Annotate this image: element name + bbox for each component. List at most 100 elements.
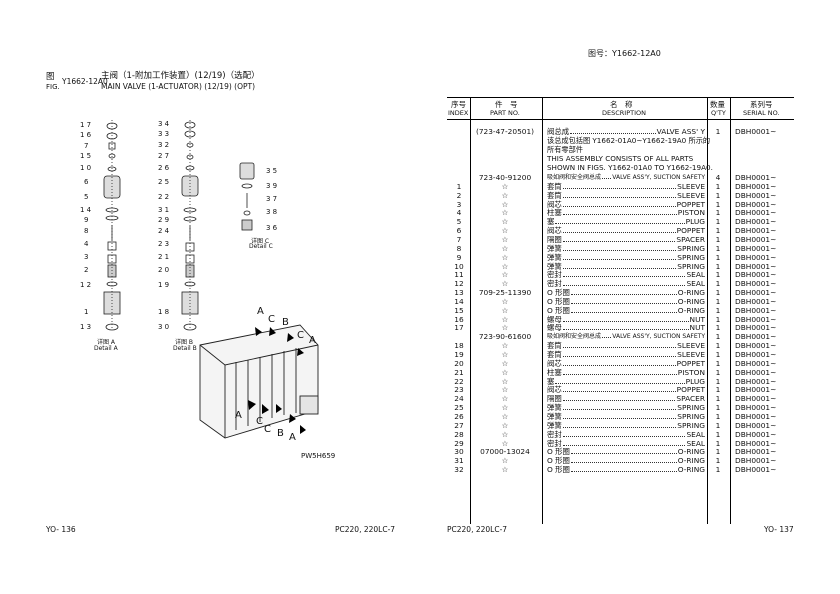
row-desc-cn: 套筒: [547, 341, 562, 351]
row-qty: 1: [715, 217, 721, 227]
row-index: 2: [456, 190, 462, 200]
row-index: 10: [454, 261, 464, 271]
row-desc-en: SLEEVE: [677, 181, 705, 191]
row-part-no: ☆: [501, 234, 509, 244]
detail-c-stack: [239, 162, 255, 231]
assembly-note-line: SHOWN IN FIGS. Y1662-01A0 TO Y1662-19A0.: [547, 163, 713, 172]
row-desc-cn: 吸如阀和安全阀总成: [547, 333, 602, 341]
table-divider: [707, 97, 708, 524]
row-qty: 1: [715, 465, 721, 475]
assembly-note-line: 所有零部件: [547, 145, 583, 154]
row-serial: DBH0001~: [735, 358, 777, 368]
view-letter: C: [268, 314, 275, 325]
row-serial: DBH0001~: [735, 252, 777, 262]
callout: 2 2: [158, 193, 170, 201]
row-desc-en: PLUG: [685, 217, 705, 227]
row-part-no: ☆: [501, 350, 509, 359]
figure-title-en: MAIN VALVE (1-ACTUATOR) (12/19) (OPT): [101, 82, 256, 91]
row-qty: 1: [715, 270, 721, 280]
row-desc-en: NUT: [689, 323, 705, 333]
right-page-number: YO- 137: [764, 525, 794, 534]
callout: 3 7: [266, 195, 278, 203]
callout: 1 7: [80, 121, 92, 129]
row-qty: 1: [715, 296, 721, 306]
header-qty-cn: 数量: [710, 100, 725, 109]
detail-a-label-en: Detail A: [94, 345, 118, 352]
row-index: 22: [454, 376, 464, 386]
header-part-cn: 件 号: [495, 100, 518, 109]
header-desc-cn: 名 称: [610, 100, 633, 109]
table-header-rule: [447, 119, 794, 120]
row-desc-en: VALVE ASS'Y, SUCTION SAFETY: [612, 333, 705, 341]
row-qty: 1: [715, 208, 721, 218]
row-desc-cn: 塞: [547, 217, 555, 227]
row-part-no: ☆: [501, 411, 509, 421]
row-part-no: ☆: [501, 456, 509, 466]
header-qty-en: Q'TY: [711, 109, 726, 117]
row-qty: 1: [715, 305, 721, 315]
detail-b-label-cn: 详图 B: [175, 339, 194, 346]
row-desc-cn: 弹簧: [547, 411, 562, 421]
row-desc-en: O-RING: [677, 456, 705, 466]
row-desc-cn: O 形圈: [547, 296, 570, 306]
row-qty: 1: [715, 429, 721, 439]
callout: 3 9: [266, 182, 278, 190]
row-part-no: ☆: [501, 394, 509, 404]
callout: 1: [84, 308, 89, 316]
right-footer-model: PC220, 220LC-7: [447, 525, 508, 534]
callout: 1 2: [80, 281, 92, 289]
row-serial: DBH0001~: [735, 261, 777, 271]
callout: 9: [84, 216, 89, 224]
row-serial: DBH0001~: [735, 341, 777, 351]
callout: 1 8: [158, 308, 170, 316]
row-desc-cn: O 形圈: [547, 305, 570, 315]
row-serial: DBH0001~: [735, 217, 777, 227]
row-part-no: ☆: [501, 305, 509, 315]
row-index: 5: [456, 217, 462, 227]
callout: 3 2: [158, 141, 170, 149]
header-part-en: PART NO.: [490, 109, 520, 117]
row-index: 16: [454, 314, 464, 324]
row-qty: 1: [715, 314, 721, 324]
callout: 2 1: [158, 253, 170, 261]
row-serial: DBH0001~: [735, 385, 777, 395]
figure-number: Y1662-12A0: [62, 77, 108, 86]
row-qty: 1: [715, 234, 721, 244]
row-part-no: ☆: [501, 438, 509, 448]
row-part-no: 723-90-61600: [478, 332, 532, 342]
figure-prefix-cn: 图: [46, 72, 55, 82]
row-qty: 1: [715, 447, 721, 457]
row-index: 12: [454, 279, 464, 289]
row-serial: DBH0001~: [735, 243, 777, 253]
row-desc-cn: 隔圈: [547, 394, 562, 404]
row-desc-en: SEAL: [686, 429, 705, 439]
row-index: 4: [456, 208, 462, 218]
row-serial: DBH0001~: [735, 270, 777, 280]
row-desc-cn: 密封: [547, 279, 562, 289]
row-qty: 1: [715, 323, 721, 333]
row-desc-cn: 柱塞: [547, 367, 562, 377]
row-qty: 1: [715, 367, 721, 377]
left-page-number: YO- 136: [46, 525, 76, 534]
exploded-parts-drawing: [103, 120, 319, 439]
row-serial: DBH0001~: [735, 403, 777, 413]
table-divider: [542, 97, 543, 524]
row-serial: DBH0001~: [735, 181, 777, 191]
row-qty: 1: [715, 226, 721, 236]
row-desc-en: SPACER: [676, 234, 705, 244]
row-desc-cn: 套筒: [547, 350, 562, 359]
row-desc-cn: 套筒: [547, 181, 562, 191]
table-divider: [470, 97, 471, 524]
row-desc-cn: 阀芯: [547, 199, 562, 209]
callout: 3 8: [266, 208, 278, 216]
row-index: 32: [454, 465, 464, 475]
row-qty: 1: [715, 181, 721, 191]
row-part-no: ☆: [501, 376, 509, 386]
row-desc-en: SEAL: [686, 279, 705, 289]
row-serial: DBH0001~: [735, 127, 777, 136]
callout: 2 6: [158, 164, 170, 172]
row-index: 14: [454, 296, 464, 306]
row-serial: DBH0001~: [735, 332, 777, 342]
row-serial: DBH0001~: [735, 438, 777, 448]
row-desc-cn: 密封: [547, 270, 562, 280]
